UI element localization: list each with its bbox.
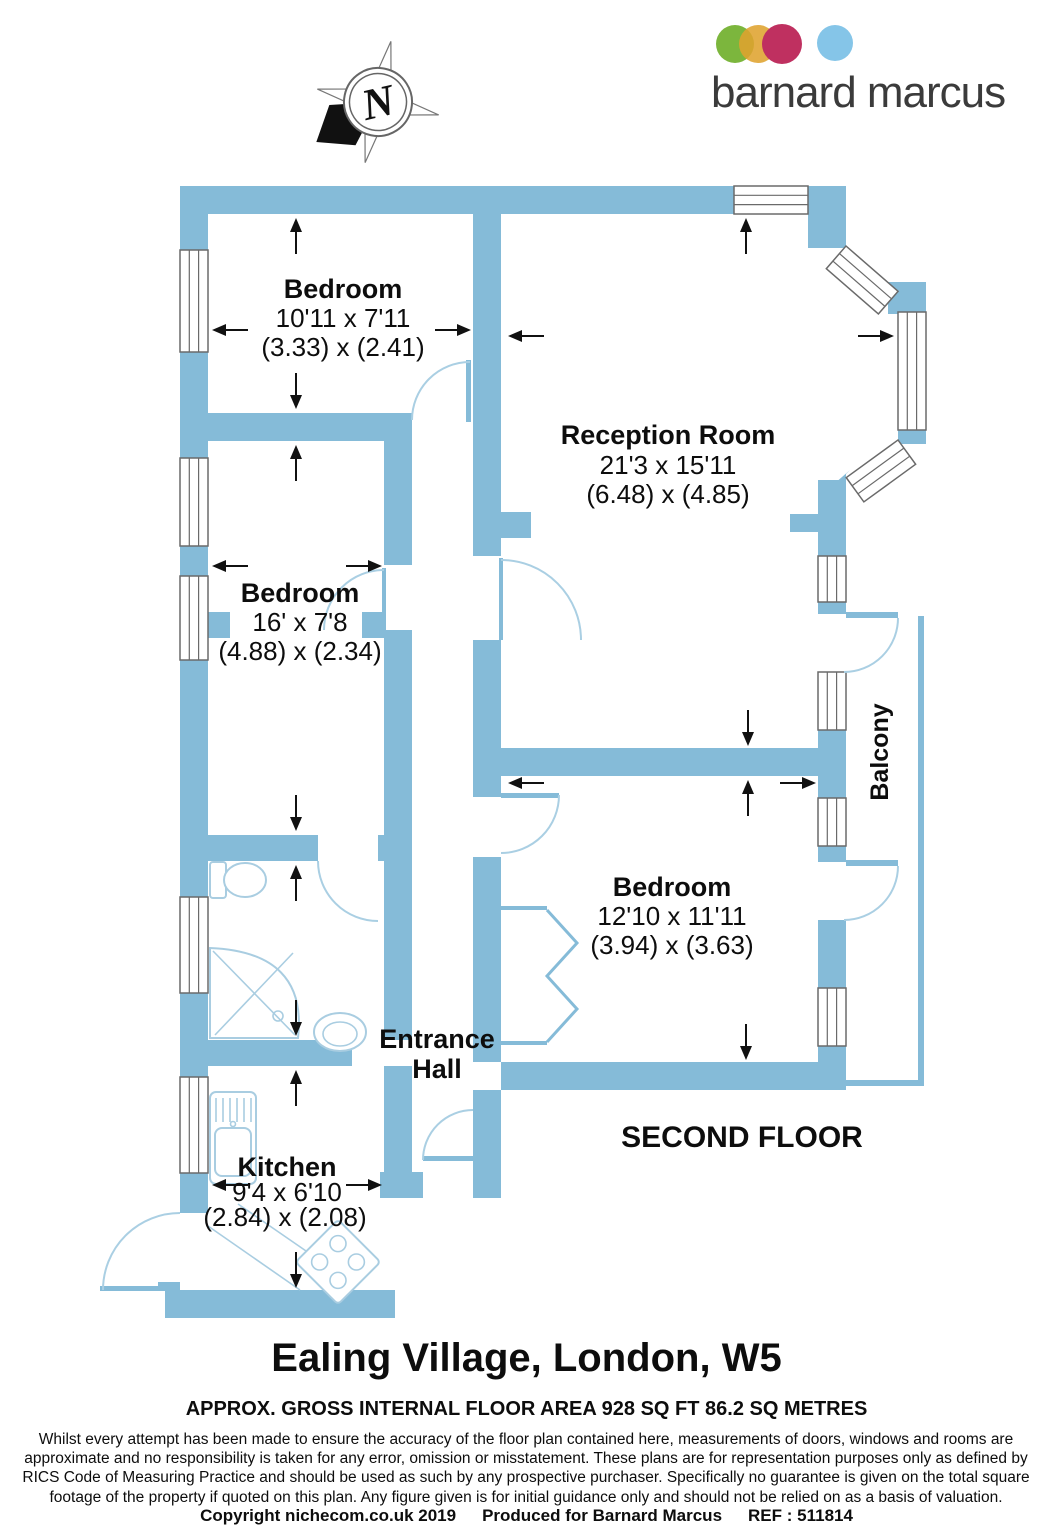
- svg-text:16' x 7'8: 16' x 7'8: [252, 607, 347, 637]
- svg-text:9'4 x 6'10: 9'4 x 6'10: [232, 1177, 342, 1207]
- disclaimer-text: Whilst every attempt has been made to en…: [22, 1431, 1030, 1506]
- svg-text:(6.48) x (4.85): (6.48) x (4.85): [586, 479, 749, 509]
- svg-text:(3.94) x (3.63): (3.94) x (3.63): [590, 930, 753, 960]
- produced-for-text: Produced for Barnard Marcus: [482, 1506, 723, 1525]
- svg-text:(4.88) x (2.34): (4.88) x (2.34): [218, 636, 381, 666]
- windows: [179, 185, 927, 1174]
- fixtures: [207, 861, 380, 1304]
- bathtub: [209, 946, 300, 1039]
- balcony-label: Balcony: [866, 703, 894, 800]
- kitchen-label: Kitchen 9'4 x 6'10 (2.84) x (2.08): [203, 1152, 366, 1232]
- svg-text:Bedroom: Bedroom: [241, 578, 360, 608]
- toilet: [209, 861, 267, 899]
- svg-text:Bedroom: Bedroom: [613, 872, 732, 902]
- wardrobe-bifold-doors: [544, 908, 580, 1044]
- logo-dot-crimson: [762, 24, 802, 64]
- svg-text:Kitchen: Kitchen: [237, 1152, 336, 1182]
- logo-dot-blue: [817, 25, 853, 61]
- compass-icon: N: [316, 41, 439, 163]
- bedroom2-label: Bedroom 16' x 7'8 (4.88) x (2.34): [218, 578, 381, 666]
- svg-text:(2.84) x (2.08): (2.84) x (2.08): [203, 1202, 366, 1232]
- svg-text:(3.33) x (2.41): (3.33) x (2.41): [261, 332, 424, 362]
- copyright-text: Copyright nichecom.co.uk 2019: [200, 1506, 457, 1525]
- brand-name: barnard marcus: [711, 68, 1005, 117]
- svg-text:10'11 x 7'11: 10'11 x 7'11: [276, 303, 411, 333]
- floor-area-line: APPROX. GROSS INTERNAL FLOOR AREA 928 SQ…: [185, 1398, 868, 1420]
- bedroom3-label: Bedroom 12'10 x 11'11 (3.94) x (3.63): [590, 872, 753, 960]
- room-labels: Bedroom 10'11 x 7'11 (3.33) x (2.41) Rec…: [203, 274, 894, 1232]
- svg-text:Reception Room: Reception Room: [561, 420, 776, 450]
- copyright-line: Copyright nichecom.co.uk 2019 Produced f…: [0, 1506, 1053, 1526]
- floor-plan: N: [100, 41, 927, 1318]
- dimension-arrows: [212, 218, 894, 1288]
- ref-number: REF : 511814: [748, 1506, 853, 1525]
- wall-openings: [180, 614, 846, 1290]
- bathroom-basin: [313, 1012, 367, 1052]
- reception-room-label: Reception Room 21'3 x 15'11 (6.48) x (4.…: [561, 420, 776, 509]
- svg-text:Hall: Hall: [412, 1054, 462, 1084]
- property-title: Ealing Village, London, W5: [271, 1336, 782, 1380]
- door-arcs: [102, 361, 899, 1291]
- brand-logo: barnard marcus: [711, 24, 1006, 117]
- svg-text:Bedroom: Bedroom: [284, 274, 403, 304]
- cooker-hob: [296, 1220, 380, 1304]
- floor-label: SECOND FLOOR: [621, 1121, 863, 1154]
- svg-text:12'10 x 11'11: 12'10 x 11'11: [597, 901, 746, 931]
- bedroom1-label: Bedroom 10'11 x 7'11 (3.33) x (2.41): [261, 274, 424, 362]
- kitchen-sink: [209, 1091, 257, 1185]
- svg-text:Entrance: Entrance: [379, 1024, 495, 1054]
- svg-text:21'3 x 15'11: 21'3 x 15'11: [600, 450, 737, 480]
- entrance-hall-label: Entrance Hall: [379, 1024, 495, 1084]
